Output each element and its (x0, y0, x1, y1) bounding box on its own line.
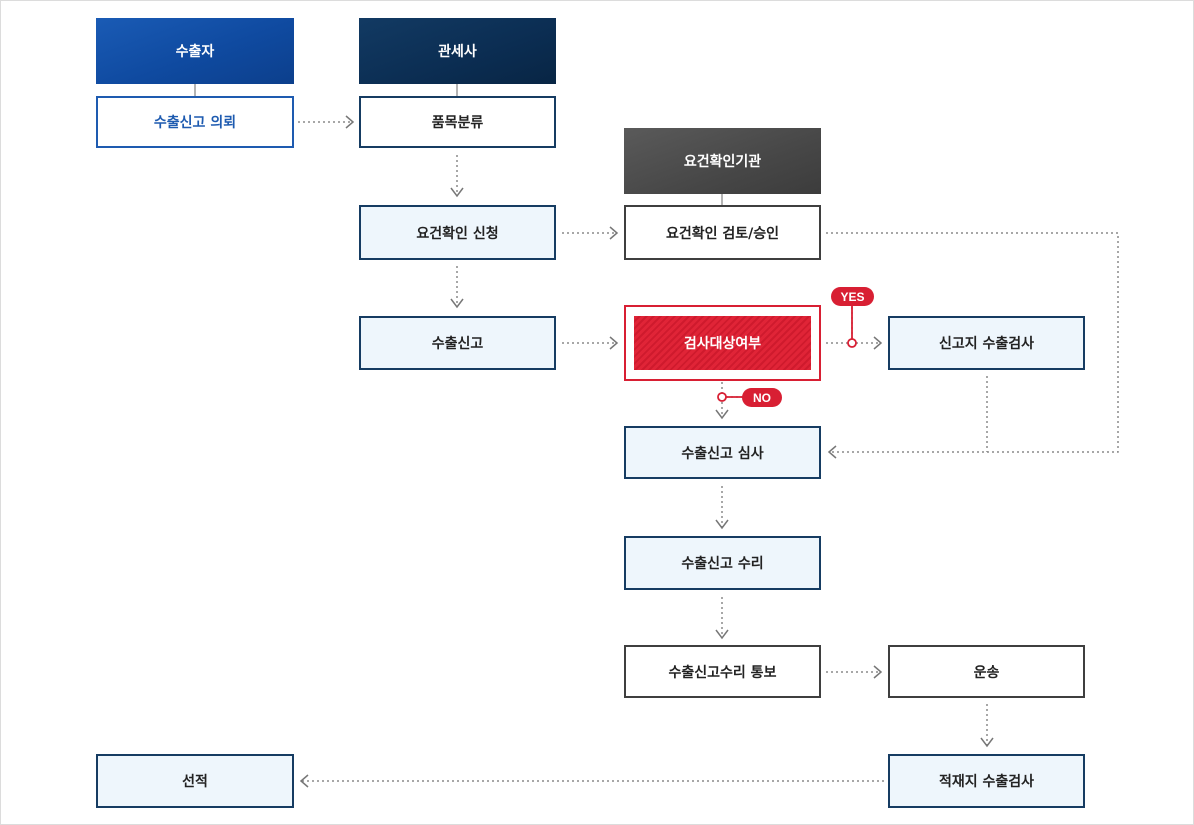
header-exporter: 수출자 (96, 18, 294, 84)
step-requirement-review: 요건확인 검토/승인 (624, 205, 821, 260)
arrow-approval-to-review (826, 232, 1119, 453)
badge-yes: YES (831, 287, 874, 306)
arrow-head (450, 187, 464, 198)
arrow-head (715, 409, 729, 420)
step-declaration-review: 수출신고 심사 (624, 426, 821, 479)
yes-branch-dot (847, 338, 857, 348)
arrow-head (873, 336, 883, 350)
step-declared-place-inspection: 신고지 수출검사 (888, 316, 1085, 370)
header-requirement-agency: 요건확인기관 (624, 128, 821, 194)
arrow-head (609, 336, 619, 350)
decision-inspection-target-label: 검사대상여부 (634, 316, 811, 370)
header-customs-broker: 관세사 (359, 18, 556, 84)
arrow-head (715, 629, 729, 640)
step-transport: 운송 (888, 645, 1085, 698)
step-declaration-acceptance: 수출신고 수리 (624, 536, 821, 590)
no-branch-dot (717, 392, 727, 402)
arrow-head (873, 665, 883, 679)
step-loading-place-inspection: 적재지 수출검사 (888, 754, 1085, 808)
arrow-head (299, 774, 309, 788)
decision-inspection-target: 검사대상여부 (624, 305, 821, 381)
step-shipment: 선적 (96, 754, 294, 808)
arrow-head (345, 115, 355, 129)
step-export-declaration: 수출신고 (359, 316, 556, 370)
arrow-head (715, 519, 729, 530)
step-requirement-apply: 요건확인 신청 (359, 205, 556, 260)
arrow-head (827, 445, 837, 459)
step-export-request: 수출신고 의뢰 (96, 96, 294, 148)
arrow-head (980, 737, 994, 748)
badge-no: NO (742, 388, 782, 407)
step-acceptance-notice: 수출신고수리 통보 (624, 645, 821, 698)
arrow-head (609, 226, 619, 240)
arrow-head (450, 298, 464, 309)
step-classification: 품목분류 (359, 96, 556, 148)
